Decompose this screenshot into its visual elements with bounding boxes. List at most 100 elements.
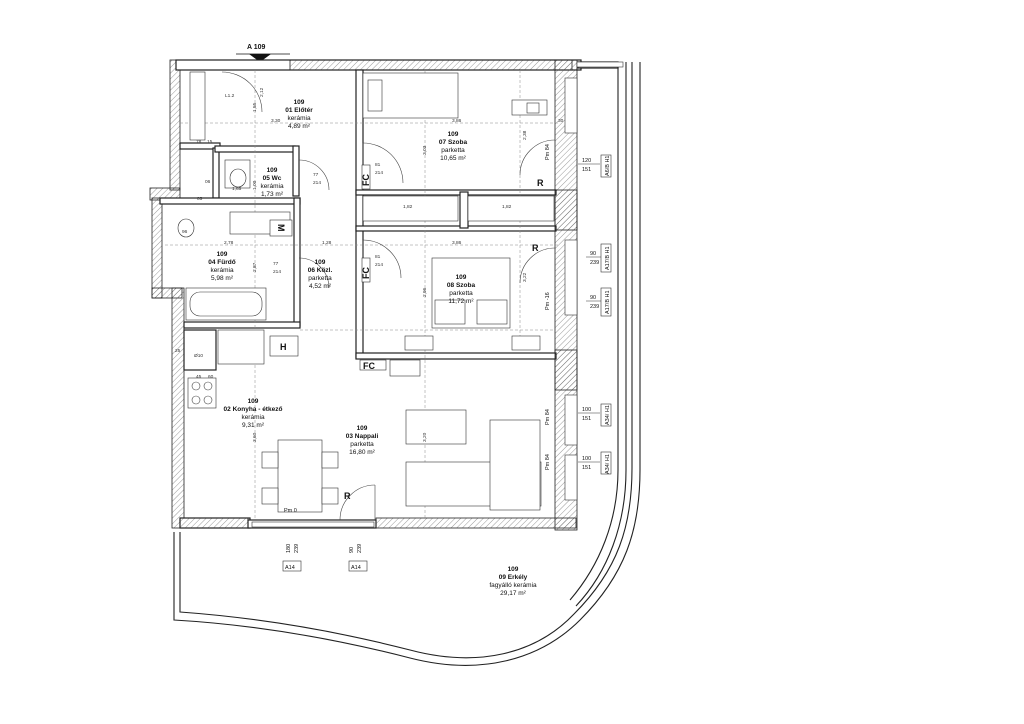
svg-text:3,20: 3,20 (422, 432, 428, 442)
svg-text:A6/B H1: A6/B H1 (605, 156, 611, 176)
svg-text:M: M (276, 224, 286, 232)
svg-text:81: 81 (375, 162, 381, 168)
svg-text:06: 06 (205, 179, 211, 185)
svg-text:01 Előtér: 01 Előtér (285, 107, 313, 114)
svg-text:2,87: 2,87 (252, 262, 258, 272)
door-label: 90 239 A14 (348, 544, 368, 572)
svg-text:1,82: 1,82 (502, 204, 512, 210)
svg-text:05 Wc: 05 Wc (263, 175, 282, 182)
svg-text:Ø10: Ø10 (194, 353, 203, 359)
svg-text:1,65: 1,65 (232, 186, 242, 192)
svg-text:08 Szoba: 08 Szoba (447, 282, 476, 289)
room-label-nappali: 109 03 Nappali parketta 16,80 m² (346, 425, 379, 456)
svg-text:109: 109 (448, 131, 459, 138)
svg-text:3,22: 3,22 (522, 272, 528, 282)
svg-text:151: 151 (582, 416, 591, 422)
radiator-symbol: R (532, 243, 539, 253)
svg-text:A17/B H1: A17/B H1 (605, 246, 611, 270)
svg-text:29,17 m²: 29,17 m² (500, 590, 526, 597)
balcony-outline (173, 61, 641, 666)
door-label: 180 239 A14 (282, 544, 302, 572)
window-label: Pm 84 100 151 A34/ H1 (545, 451, 612, 475)
svg-text:L1.2: L1.2 (225, 93, 235, 99)
svg-text:2,96: 2,96 (422, 287, 428, 297)
svg-text:03 Nappali: 03 Nappali (346, 433, 379, 440)
svg-text:109: 109 (248, 398, 259, 405)
svg-text:60: 60 (208, 374, 214, 380)
dining-table (277, 439, 323, 513)
furniture (177, 71, 555, 513)
radiator-symbol: R (537, 178, 544, 188)
svg-text:3,86: 3,86 (452, 118, 462, 124)
svg-text:04 Fürdő: 04 Fürdő (208, 259, 235, 266)
fc-symbol: FC (361, 164, 371, 190)
svg-text:06 Közl.: 06 Közl. (308, 267, 333, 274)
svg-text:3,60: 3,60 (252, 432, 258, 442)
svg-text:214: 214 (273, 269, 281, 275)
svg-text:kerámia: kerámia (287, 115, 311, 122)
svg-text:78: 78 (196, 139, 202, 145)
window-labels: Pm 84 120 151 A6/B H1 90 239 A17/B H1 Pm… (545, 144, 612, 475)
svg-text:A34/ H1: A34/ H1 (605, 454, 611, 474)
svg-text:2,78: 2,78 (224, 240, 234, 246)
h-symbol: H (269, 335, 299, 357)
svg-text:10,65 m²: 10,65 m² (440, 155, 466, 162)
svg-text:109: 109 (508, 566, 519, 573)
dimension-labels: 3,30 3,86 3,86 2,78 1,28 1,82 1,82 2,38 … (175, 87, 564, 442)
svg-text:100: 100 (582, 456, 591, 462)
window-label: Pm 84 120 151 A6/B H1 (545, 144, 612, 178)
svg-text:25: 25 (175, 348, 181, 354)
svg-text:parketta: parketta (308, 275, 332, 282)
svg-text:96: 96 (182, 229, 188, 235)
radiator-symbol: R (344, 491, 351, 501)
bottom-labels: 180 239 A14 90 239 A14 (282, 544, 368, 572)
svg-text:parketta: parketta (350, 441, 374, 448)
svg-text:05: 05 (197, 196, 203, 202)
fc-symbol: FC (359, 359, 387, 371)
bath-toilet (177, 218, 195, 238)
svg-text:Pm -16: Pm -16 (545, 292, 551, 310)
svg-text:FC: FC (361, 174, 371, 186)
svg-text:kerámia: kerámia (241, 414, 265, 421)
svg-text:fagyálló kerámia: fagyálló kerámia (489, 582, 537, 589)
svg-text:9,31 m²: 9,31 m² (242, 422, 265, 429)
svg-text:45: 45 (196, 374, 202, 380)
svg-text:239: 239 (357, 544, 363, 553)
section-marker: A 109 (236, 44, 290, 62)
svg-text:214: 214 (375, 262, 383, 268)
svg-text:2,12: 2,12 (259, 87, 265, 97)
svg-text:16,80 m²: 16,80 m² (349, 449, 375, 456)
svg-text:109: 109 (357, 425, 368, 432)
svg-text:4,89 m²: 4,89 m² (288, 123, 311, 130)
wardrobe-2 (362, 195, 459, 222)
window-label: Pm -16 90 239 A17/B H1 (545, 287, 612, 317)
svg-text:1,73 m²: 1,73 m² (261, 191, 284, 198)
svg-text:FC: FC (363, 361, 375, 371)
svg-text:180: 180 (286, 544, 292, 553)
svg-text:109: 109 (294, 99, 305, 106)
svg-text:H: H (280, 342, 287, 352)
svg-text:239: 239 (294, 544, 300, 553)
svg-text:5,98 m²: 5,98 m² (211, 275, 234, 282)
svg-text:kerámia: kerámia (260, 183, 284, 190)
svg-text:90: 90 (590, 251, 596, 257)
svg-text:109: 109 (267, 167, 278, 174)
coffee-table (405, 409, 467, 445)
section-marker-label: A 109 (247, 44, 266, 51)
svg-text:109: 109 (456, 274, 467, 281)
svg-text:Pm 84: Pm 84 (545, 144, 551, 160)
room-label-kozl: 109 06 Közl. parketta 4,52 m² (308, 259, 333, 290)
hob-icon (187, 377, 217, 409)
sink-unit (217, 329, 265, 365)
room-label-konyha: 109 02 Konyha - étkező kerámia 9,31 m² (224, 398, 283, 429)
svg-text:90: 90 (349, 547, 355, 553)
window-label: 90 239 A17/B H1 (586, 243, 612, 273)
svg-text:30: 30 (558, 118, 564, 124)
svg-text:15: 15 (207, 139, 213, 145)
svg-text:2,38: 2,38 (522, 130, 528, 140)
room-label-erkely: 109 09 Erkély fagyálló kerámia 29,17 m² (489, 566, 537, 597)
svg-text:100: 100 (582, 407, 591, 413)
svg-text:214: 214 (375, 170, 383, 176)
window-label: Pm 84 100 151 A34/ H1 (545, 403, 612, 427)
